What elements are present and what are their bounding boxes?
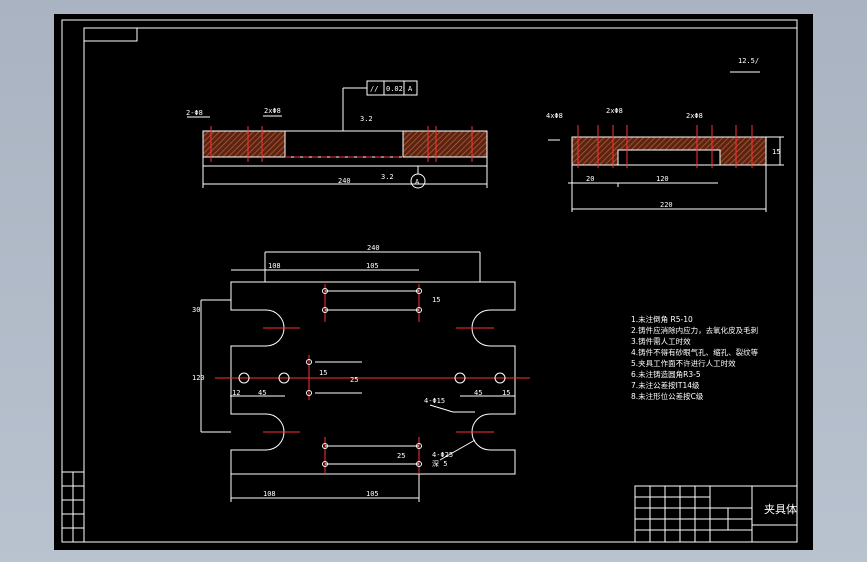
- outer-border: [61, 19, 798, 543]
- title-block: [634, 485, 798, 543]
- drawing-number-box: [83, 27, 138, 42]
- corner-roughness: 12.5/: [738, 57, 759, 65]
- datum-label: A: [415, 178, 420, 186]
- inner-border: [83, 27, 798, 543]
- right-overall-dim: 220: [660, 201, 673, 209]
- plan-hole-a-dim: 15: [432, 296, 440, 304]
- left-spot-label-b: 2xΦ8: [264, 107, 281, 115]
- left-overall-dim: 240: [338, 177, 351, 185]
- left-section-view: [187, 80, 488, 189]
- technical-notes: 1.未注倒角 R5-10 2.铸件应消除内应力，去氧化皮及毛刺 3.铸件需人工时…: [631, 314, 759, 401]
- plan-bottom-left-dim: 108: [263, 490, 276, 498]
- plan-right-hole-dim: 45: [474, 389, 482, 397]
- tolerance-value: 0.02: [386, 85, 403, 93]
- revision-strip: [61, 471, 85, 543]
- plan-hole-b-dim: 25: [397, 452, 405, 460]
- note-7: 7.未注公差按IT14级: [631, 380, 700, 390]
- right-section-view: [548, 71, 784, 212]
- roughness-top: 3.2: [360, 115, 373, 123]
- plan-callout-2: 4-Φ25: [432, 451, 453, 459]
- plan-bottom-pitch-dim: 105: [366, 490, 379, 498]
- plan-center-dim: 15: [319, 369, 327, 377]
- plan-left-hole-dim: 108: [268, 262, 281, 270]
- left-spot-label-a: 2-Φ8: [186, 109, 203, 117]
- tolerance-symbol: //: [370, 85, 378, 93]
- plan-view: [200, 251, 530, 502]
- plan-top-side-dim: 30: [192, 306, 200, 314]
- plan-left-offset-dim: 45: [258, 389, 266, 397]
- plan-center-dim-2: 25: [350, 376, 358, 384]
- note-3: 3.铸件需人工时效: [631, 336, 691, 346]
- plan-right-edge-dim: 15: [502, 389, 510, 397]
- plan-pitch-dim: 105: [366, 262, 379, 270]
- plan-callout-3: 深 5: [432, 459, 447, 468]
- note-1: 1.未注倒角 R5-10: [631, 314, 693, 324]
- plan-left-edge-dim: 12: [232, 389, 240, 397]
- note-4: 4.铸件不得有砂眼气孔、缩孔、裂纹等: [631, 347, 759, 357]
- right-step-dim: 20: [586, 175, 594, 183]
- right-holes-b: 2xΦ8: [606, 107, 623, 115]
- roughness-bottom: 3.2: [381, 173, 394, 181]
- drawing-title: 夹具体: [764, 502, 797, 516]
- plan-side-height-dim: 120: [192, 374, 205, 382]
- right-holes-a: 4xΦ8: [546, 112, 563, 120]
- note-2: 2.铸件应消除内应力，去氧化皮及毛刺: [631, 325, 758, 335]
- note-8: 8.未注形位公差按C级: [631, 391, 704, 401]
- right-middle-dim: 120: [656, 175, 669, 183]
- plan-overall-dim: 240: [367, 244, 380, 252]
- tolerance-datum: A: [408, 85, 413, 93]
- right-holes-c: 2xΦ8: [686, 112, 703, 120]
- plan-callout-1: 4-Φ15: [424, 397, 445, 405]
- right-height-dim: 15: [772, 148, 780, 156]
- note-5: 5.夹具工作面不许进行人工时效: [631, 358, 736, 368]
- note-6: 6.未注铸造圆角R3-5: [631, 369, 701, 379]
